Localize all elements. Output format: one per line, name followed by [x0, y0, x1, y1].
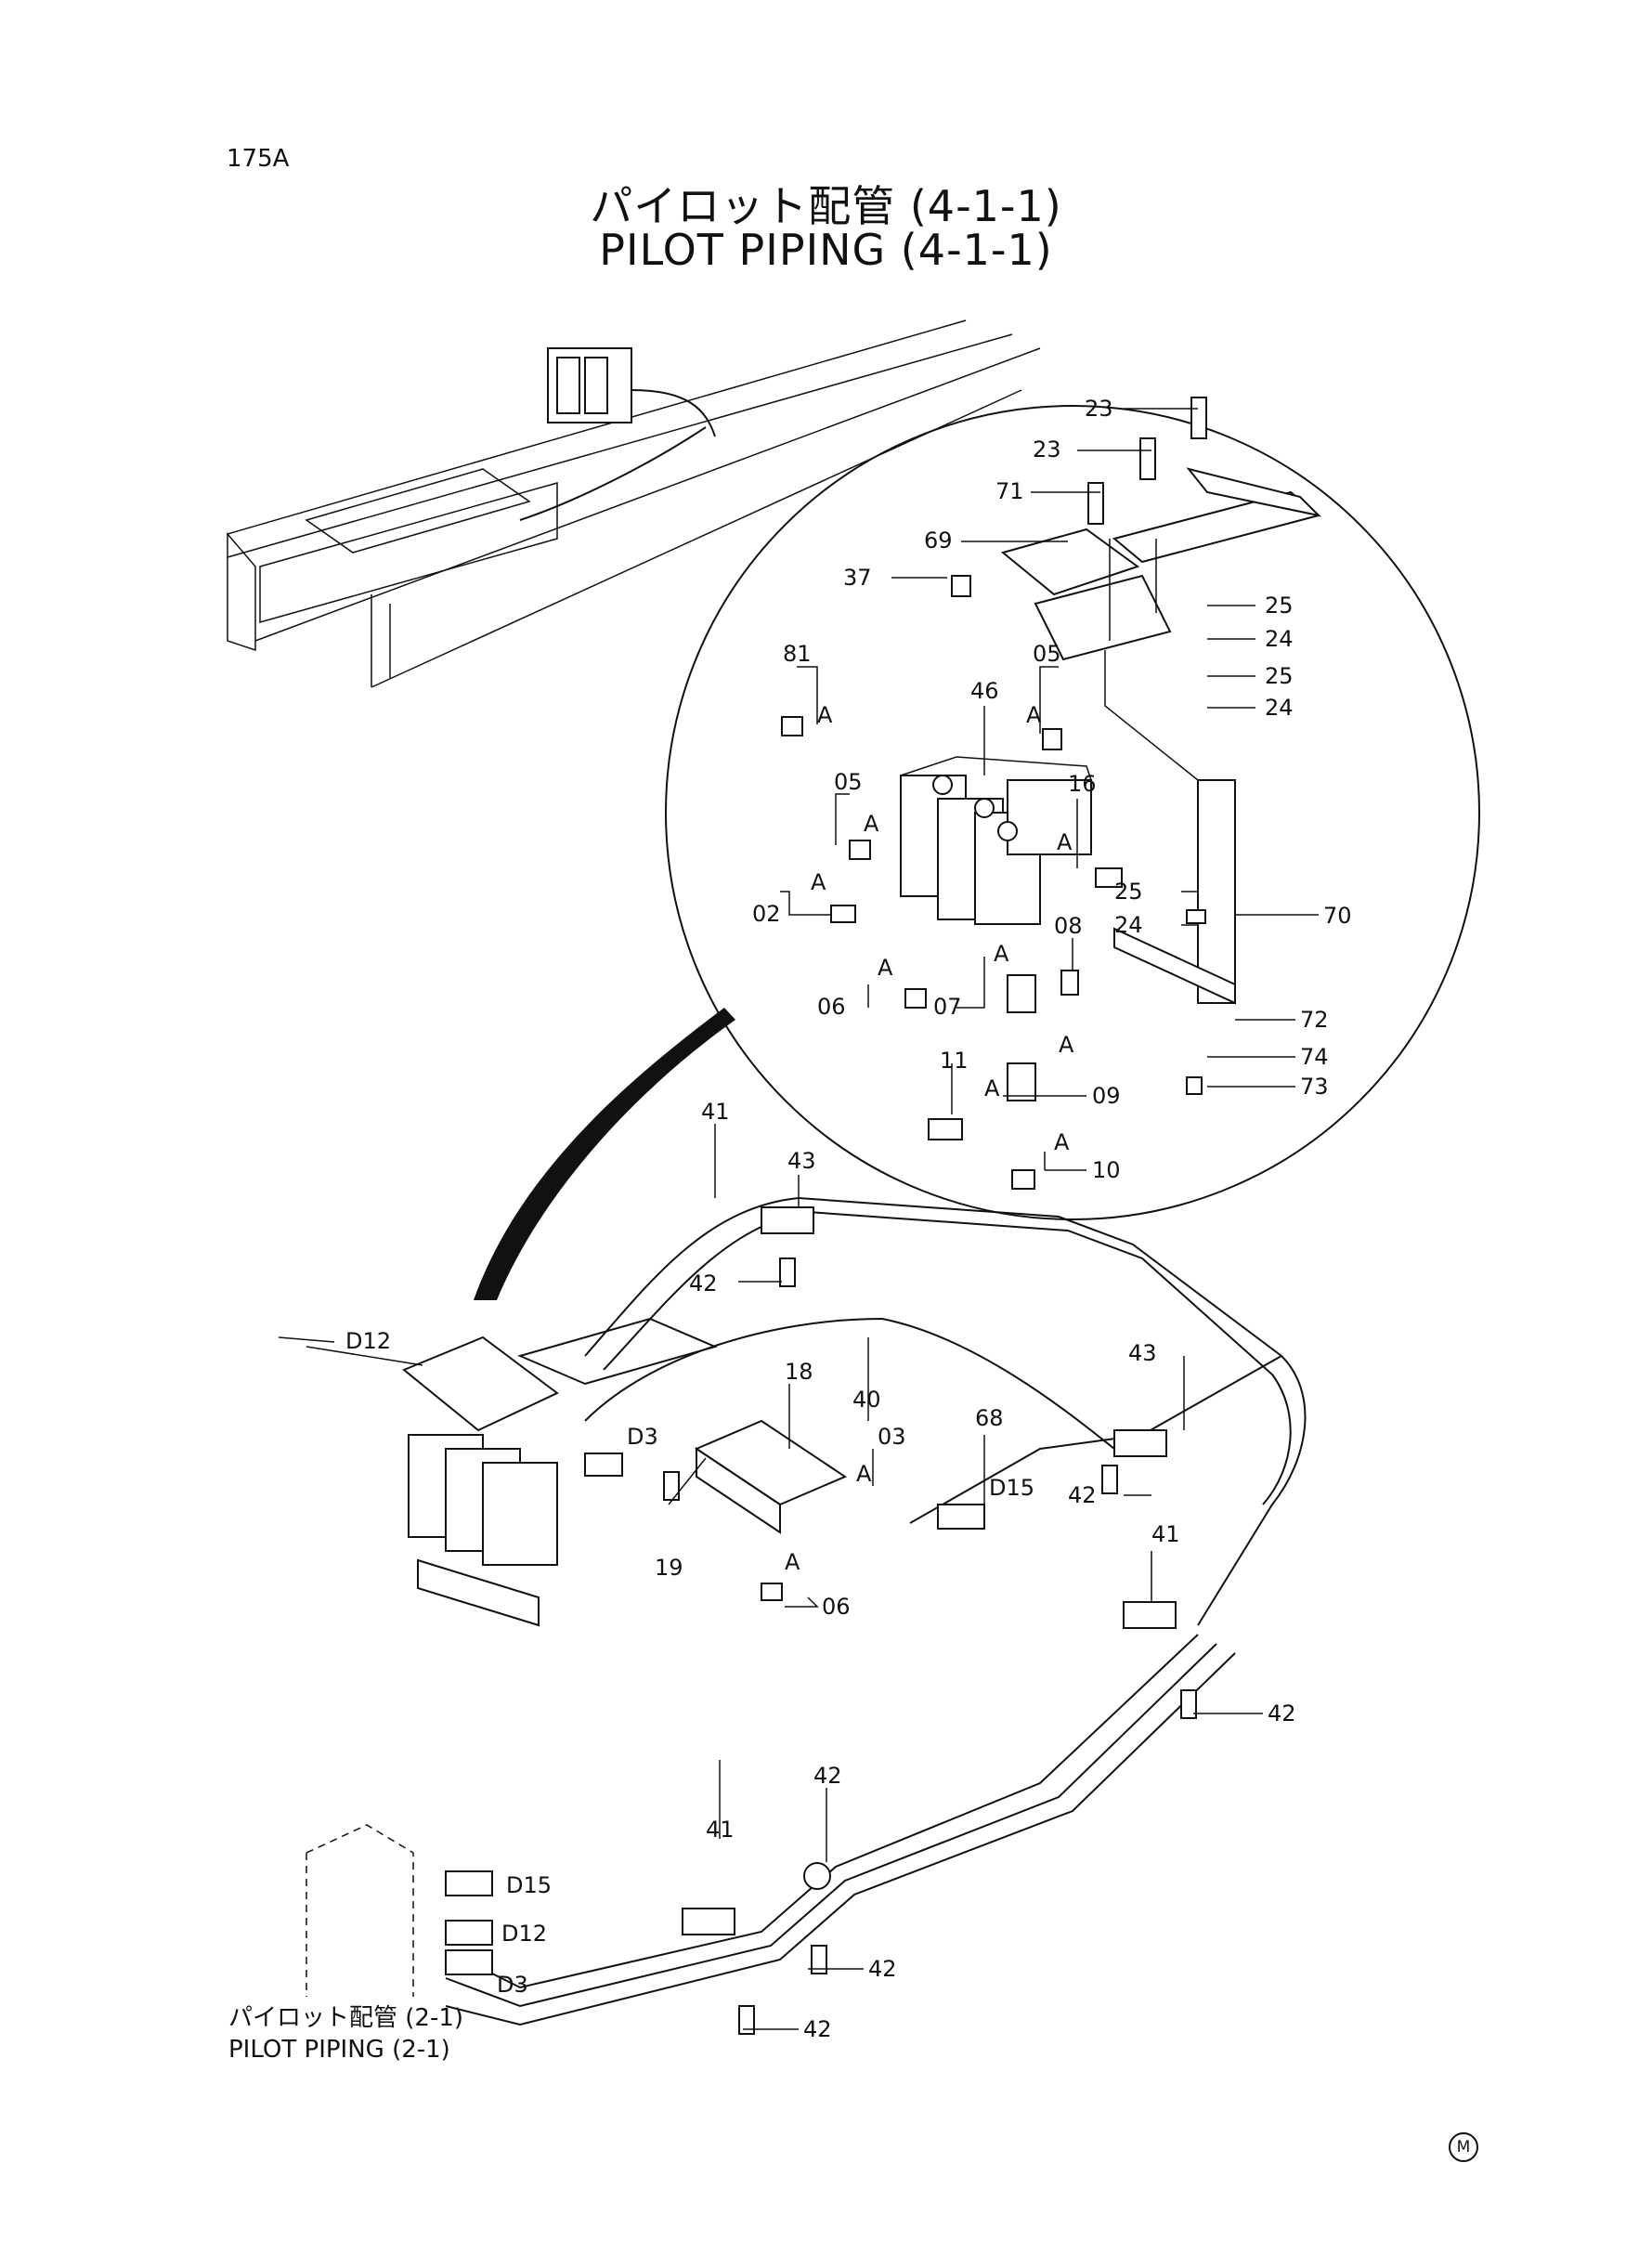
callout-19: 19 [655, 1555, 683, 1581]
callout-18: 18 [785, 1359, 813, 1385]
callout-41a: 43 [787, 1148, 816, 1174]
callout-11: 11 [940, 1048, 969, 1074]
callout-06a: 06 [817, 994, 846, 1020]
callout-43e: 42 [803, 2016, 832, 2042]
callout-24b: 24 [1265, 695, 1294, 721]
svg-text:D15: D15 [989, 1475, 1034, 1501]
svg-text:D12: D12 [501, 1921, 547, 1947]
svg-text:A: A [856, 1461, 872, 1487]
svg-text:A: A [811, 869, 826, 895]
callout-74: 74 [1300, 1044, 1329, 1070]
callout-69: 69 [924, 528, 953, 554]
callout-05b: 05 [834, 769, 863, 795]
leader-lines [668, 408, 1319, 2030]
callout-09: 09 [1092, 1083, 1121, 1109]
machine-frame-sketch [227, 319, 1041, 688]
svg-text:A: A [1026, 702, 1042, 728]
callout-03: 03 [878, 1424, 906, 1450]
callout-08: 08 [1054, 913, 1083, 939]
detail-circle [665, 405, 1480, 1220]
svg-text:D3: D3 [627, 1424, 658, 1450]
callout-25a: 25 [1265, 593, 1294, 619]
callout-73: 73 [1300, 1074, 1329, 1100]
detail-bracket-assembly [1000, 467, 1322, 1005]
page-title-en: PILOT PIPING (4-1-1) [599, 225, 1053, 275]
callout-81: 81 [783, 641, 812, 667]
callout-06b: 06 [822, 1594, 851, 1620]
callout-24a: 24 [1265, 626, 1294, 652]
detail-fittings [781, 397, 1207, 1190]
page-title-jp: パイロット配管 (4-1-1) [590, 181, 1062, 231]
reference-label-en: PILOT PIPING (2-1) [228, 2036, 450, 2064]
manufacturer-mark: M [1449, 2132, 1478, 2162]
callout-02: 02 [752, 901, 781, 927]
tag-labels: A A A A A A A A A A A A D12 D3 D15 D15 D… [345, 702, 1074, 1998]
callout-42: 42 [813, 1763, 842, 1789]
svg-text:A: A [1057, 829, 1073, 855]
callout-10: 10 [1092, 1157, 1121, 1183]
part-callouts: 23 23 71 69 37 25 24 25 24 81 05 46 05 1… [655, 396, 1352, 2042]
callout-72: 72 [1300, 1007, 1329, 1033]
reference-box [306, 1824, 414, 1997]
callout-32: 40 [852, 1387, 881, 1413]
svg-text:A: A [785, 1549, 800, 1575]
callout-40a: 41 [1151, 1521, 1180, 1547]
callout-71: 71 [995, 478, 1024, 504]
callout-68: 68 [975, 1405, 1004, 1431]
hose-ends [445, 1453, 985, 1975]
reference-label-jp: パイロット配管 (2-1) [228, 2004, 464, 2032]
svg-text:D12: D12 [345, 1328, 391, 1354]
callout-43d: 42 [868, 1956, 897, 1982]
main-valve-assembly [278, 1317, 718, 1627]
callout-40b: 41 [706, 1817, 735, 1843]
svg-text:D3: D3 [497, 1972, 528, 1998]
callout-24c: 24 [1114, 912, 1143, 938]
clamps-and-bolts [663, 1206, 1197, 2035]
detail-leader [474, 1008, 735, 1300]
callout-43a: 42 [689, 1270, 718, 1296]
svg-text:A: A [864, 811, 879, 837]
callout-25c: 25 [1114, 879, 1143, 905]
svg-text:A: A [994, 941, 1009, 967]
callout-41b: 43 [1128, 1340, 1157, 1366]
svg-text:D15: D15 [506, 1872, 552, 1898]
page-id: 175A [227, 145, 290, 173]
svg-text:A: A [1059, 1032, 1074, 1058]
callout-43c: 42 [1268, 1700, 1296, 1726]
callout-26: 37 [843, 565, 872, 591]
callout-43b: 42 [1068, 1482, 1097, 1508]
svg-text:A: A [984, 1075, 1000, 1101]
svg-text:A: A [817, 702, 833, 728]
callout-23a: 23 [1085, 396, 1113, 422]
callout-07: 07 [933, 994, 962, 1020]
callout-37: 41 [701, 1099, 730, 1125]
callout-05a: 05 [1033, 641, 1061, 667]
callout-46: 46 [970, 678, 999, 704]
callout-23b: 23 [1033, 436, 1061, 463]
callout-16: 16 [1068, 771, 1097, 797]
callout-25b: 25 [1265, 663, 1294, 689]
manifold-block [694, 1419, 848, 1534]
callout-70: 70 [1323, 903, 1352, 929]
svg-text:A: A [1054, 1129, 1070, 1155]
svg-text:A: A [878, 955, 893, 981]
